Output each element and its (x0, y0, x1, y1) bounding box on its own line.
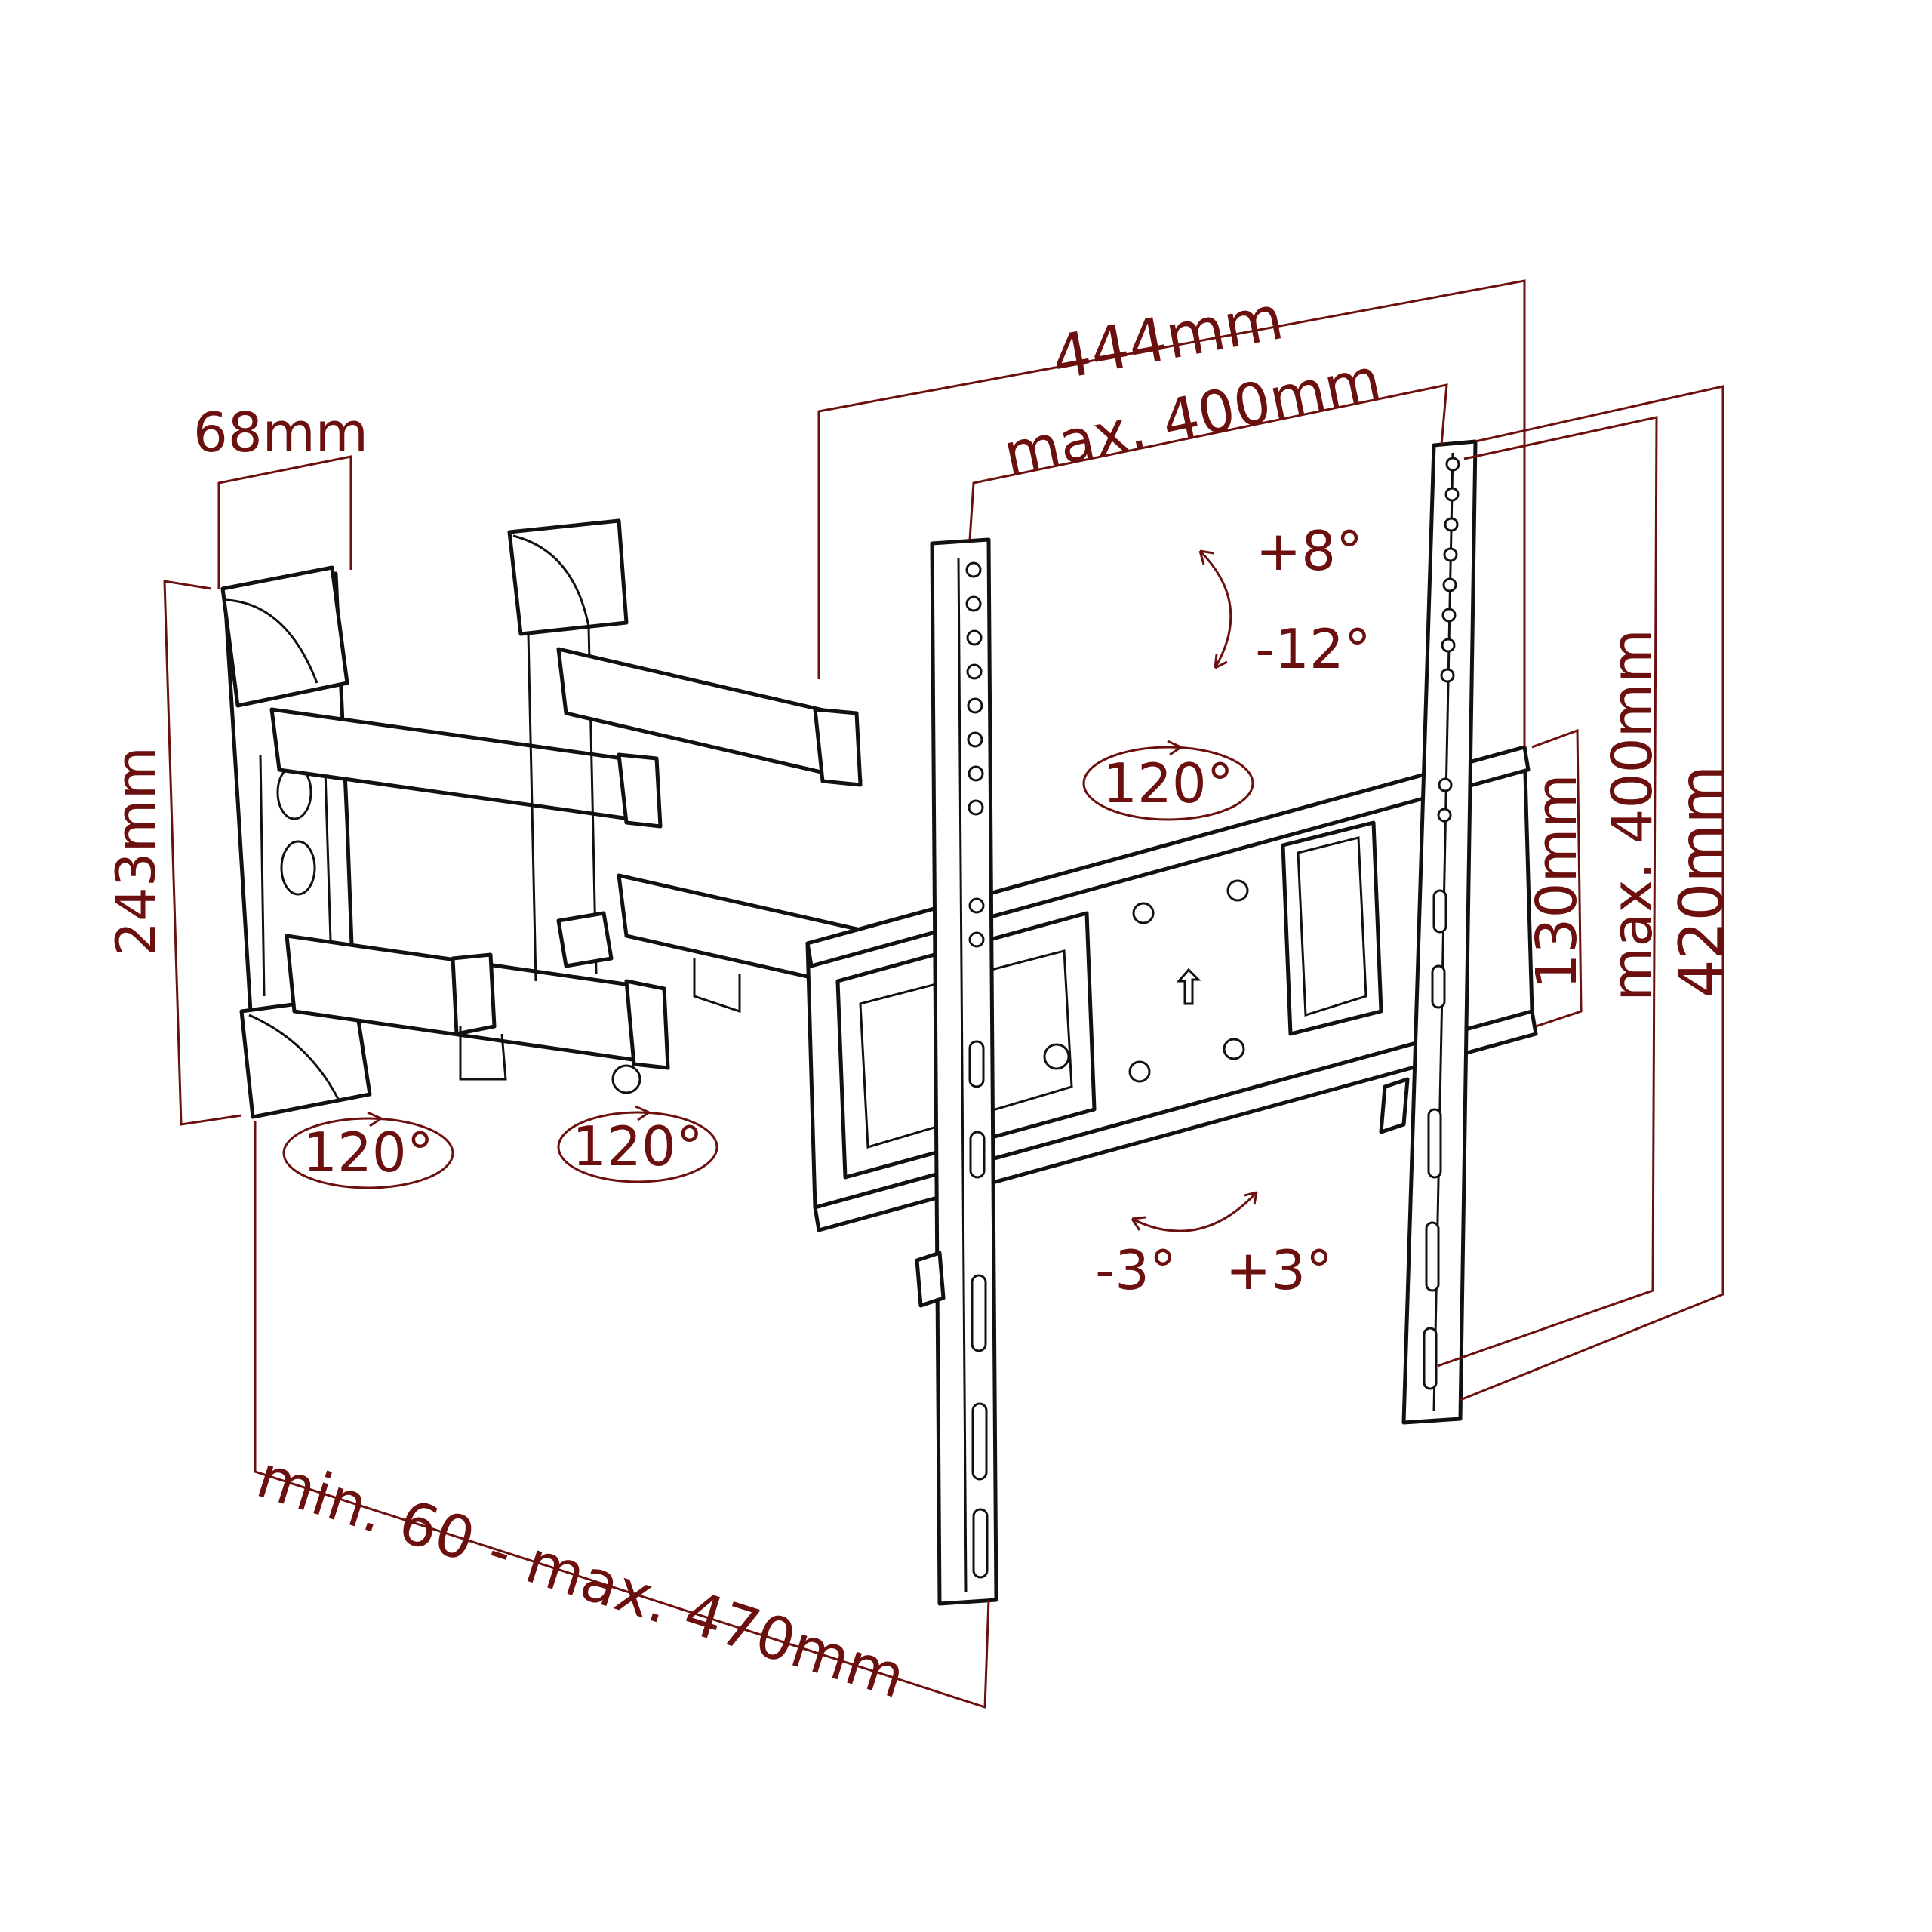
swivel-mid-ellipse (557, 1111, 718, 1183)
left-vertical-rail (915, 537, 998, 1606)
level-plus-label: +3° (1226, 1238, 1333, 1302)
tilt-arrow-icon (1198, 549, 1232, 669)
mount-drawing (220, 439, 1538, 1606)
wall-plate-height-label: 243mm (104, 746, 168, 956)
total-height-label: 420mm (1666, 765, 1737, 998)
left-rail-holes (965, 561, 989, 1579)
swivel-plate-ellipse (1082, 746, 1254, 821)
level-arrow-icon (1131, 1191, 1258, 1232)
plate-height-dimension-line (1531, 728, 1583, 1028)
swivel-wall-label: 120° (303, 1121, 433, 1184)
plate-height-label: 130mm (1524, 774, 1589, 989)
swivel-plate-label: 120° (1103, 752, 1233, 815)
total-width-dimension-line (817, 279, 1526, 747)
tilt-up-label: +8° (1256, 519, 1363, 583)
dimension-lines (163, 279, 1724, 1709)
swivel-wall-ellipse (282, 1117, 454, 1189)
inner-arms (269, 707, 670, 1094)
extension-label: min. 60 - max. 470mm (249, 1443, 912, 1712)
wall-plate (220, 565, 372, 1119)
level-minus-label: -3° (1095, 1238, 1177, 1302)
extension-dimension-line (254, 1121, 990, 1709)
max-hole-width-dimension-line (968, 383, 1448, 540)
max-hole-height-dimension-line (1437, 416, 1658, 1367)
arm-width-label: 68mm (193, 401, 368, 464)
total-height-dimension-line (1460, 385, 1724, 1401)
rotation-indicators (282, 549, 1258, 1232)
wall-plate-height-dimension-line (163, 580, 242, 1126)
tilt-down-label: -12° (1255, 617, 1371, 681)
right-vertical-rail (1379, 439, 1478, 1425)
right-rail-holes (1423, 457, 1460, 1390)
max-hole-height-label: max. 400mm (1600, 629, 1665, 1001)
middle-pivot (507, 518, 629, 982)
arm-width-dimension-line (217, 455, 352, 589)
swivel-mid-label: 120° (572, 1115, 703, 1178)
